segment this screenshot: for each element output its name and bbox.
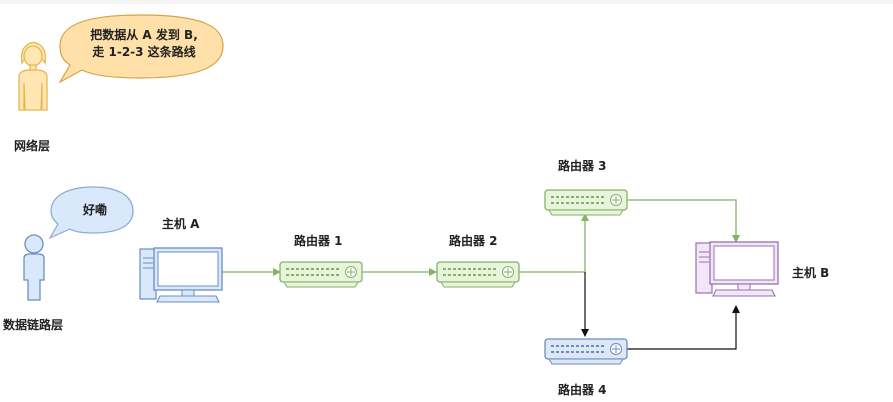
network-layer-person-icon	[18, 41, 48, 111]
datalink-speech-bubble	[48, 186, 134, 240]
network-speech-bubble	[58, 14, 224, 84]
router-3-icon	[544, 189, 628, 216]
datalink-layer-label: 数据链路层	[3, 318, 64, 332]
network-bubble-line-1: 把数据从 A 发到 B,	[90, 28, 198, 42]
network-bubble-text: 把数据从 A 发到 B, 走 1-2-3 这条路线	[74, 27, 214, 61]
router-3-label: 路由器 3	[558, 159, 607, 173]
datalink-bubble-text: 好嘞	[82, 203, 107, 217]
router-1-label: 路由器 1	[294, 234, 343, 248]
host-b-desktop-computer-icon	[695, 241, 779, 297]
router-4-label: 路由器 4	[558, 383, 607, 397]
network-layer-label: 网络层	[14, 139, 51, 153]
top-border	[0, 0, 893, 4]
network-bubble-line-2: 走 1-2-3 这条路线	[92, 45, 196, 59]
router-4-icon	[544, 338, 628, 365]
link-router-2-router-3	[519, 213, 589, 273]
host-a-desktop-computer-icon	[139, 247, 223, 303]
router-2-label: 路由器 2	[449, 234, 498, 248]
link-router-4-host-b	[627, 305, 740, 350]
link-router-3-host-b	[627, 199, 740, 243]
datalink-layer-person-icon	[23, 234, 45, 301]
host-b-label: 主机 B	[792, 266, 830, 280]
host-a-label: 主机 A	[162, 217, 200, 231]
router-1-icon	[279, 261, 363, 288]
router-2-icon	[436, 261, 520, 288]
connections	[222, 199, 740, 350]
